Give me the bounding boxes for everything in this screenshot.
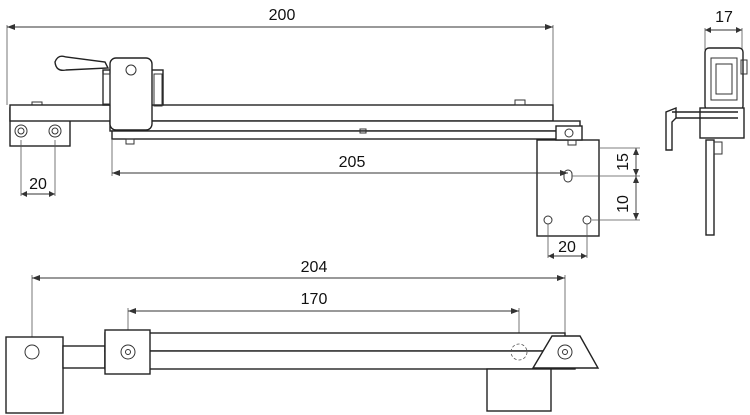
side-clamp-knob — [740, 59, 748, 75]
bottom-link — [62, 345, 106, 369]
mounting-hole-inner — [17, 127, 25, 135]
arrow-head — [128, 308, 136, 314]
clamp-side — [153, 73, 163, 107]
bottom-right-foot — [486, 368, 552, 412]
arrow-head — [633, 169, 639, 176]
arrow-head — [112, 170, 120, 176]
arrow-head — [705, 27, 711, 33]
side-bracket-tab — [713, 141, 723, 155]
rail-tab — [359, 128, 367, 134]
dimension-label-205: 205 — [339, 154, 366, 171]
arm-rail — [109, 120, 581, 132]
bracket-tab — [567, 139, 577, 146]
arrow-head — [560, 170, 568, 176]
arrow-head — [32, 275, 40, 281]
arrow-head — [511, 308, 519, 314]
top-view: 200 20 — [6, 7, 640, 259]
arrow-head — [581, 253, 587, 259]
dimension-label-204: 204 — [301, 259, 328, 276]
clamp-side — [102, 73, 111, 105]
dimension-label-200: 200 — [269, 7, 296, 24]
side-bracket — [705, 139, 715, 236]
side-view: 17 — [665, 9, 748, 236]
dimension-label-15: 15 — [615, 153, 632, 171]
bottom-pivot-pin-inner — [125, 349, 131, 355]
arrow-head — [633, 213, 639, 220]
side-hook — [665, 106, 677, 151]
arrow-head — [7, 24, 15, 30]
bottom-pivot-hole — [24, 344, 40, 360]
top-rail — [9, 104, 554, 122]
bottom-lower-bar — [104, 350, 576, 370]
mounting-hole — [48, 124, 62, 138]
bottom-pivot-pin — [120, 344, 136, 360]
dimension-label-20-bracket: 20 — [558, 239, 576, 256]
arrow-head — [736, 27, 742, 33]
bottom-view: 204 170 — [5, 259, 600, 414]
arrow-head — [633, 176, 639, 183]
mounting-hole-inner — [51, 127, 59, 135]
mounting-hole — [14, 124, 28, 138]
bottom-right-pin — [557, 344, 573, 360]
dimension-label-170: 170 — [301, 291, 328, 308]
rail-tab — [125, 138, 135, 145]
rail-tab — [514, 99, 526, 106]
arrow-head — [557, 275, 565, 281]
arrow-head — [633, 148, 639, 155]
arrow-head — [49, 191, 55, 197]
bottom-right-pin-inner — [562, 349, 568, 355]
clamp-body — [109, 57, 153, 131]
side-clamp-core — [715, 63, 733, 95]
bracket-hinge — [555, 125, 583, 141]
side-clamp-base — [699, 107, 745, 139]
bottom-left-block — [5, 336, 64, 414]
bottom-main-bar — [104, 332, 566, 352]
arrow-head — [21, 191, 27, 197]
hinge-pin — [564, 128, 574, 138]
side-clamp-inner — [710, 57, 738, 101]
dimension-label-20-left: 20 — [29, 176, 47, 193]
arrow-head — [545, 24, 553, 30]
dimension-label-17: 17 — [715, 9, 733, 26]
bottom-pivot-hidden — [510, 343, 528, 361]
bottom-right-bracket — [531, 335, 600, 369]
lever-handle — [54, 55, 110, 72]
arrow-head — [548, 253, 554, 259]
arm-rail-lower — [111, 130, 581, 140]
pivot-pin — [125, 64, 137, 76]
bottom-pivot-block — [104, 329, 151, 375]
right-bracket — [536, 139, 600, 237]
dimension-label-10: 10 — [615, 195, 632, 213]
